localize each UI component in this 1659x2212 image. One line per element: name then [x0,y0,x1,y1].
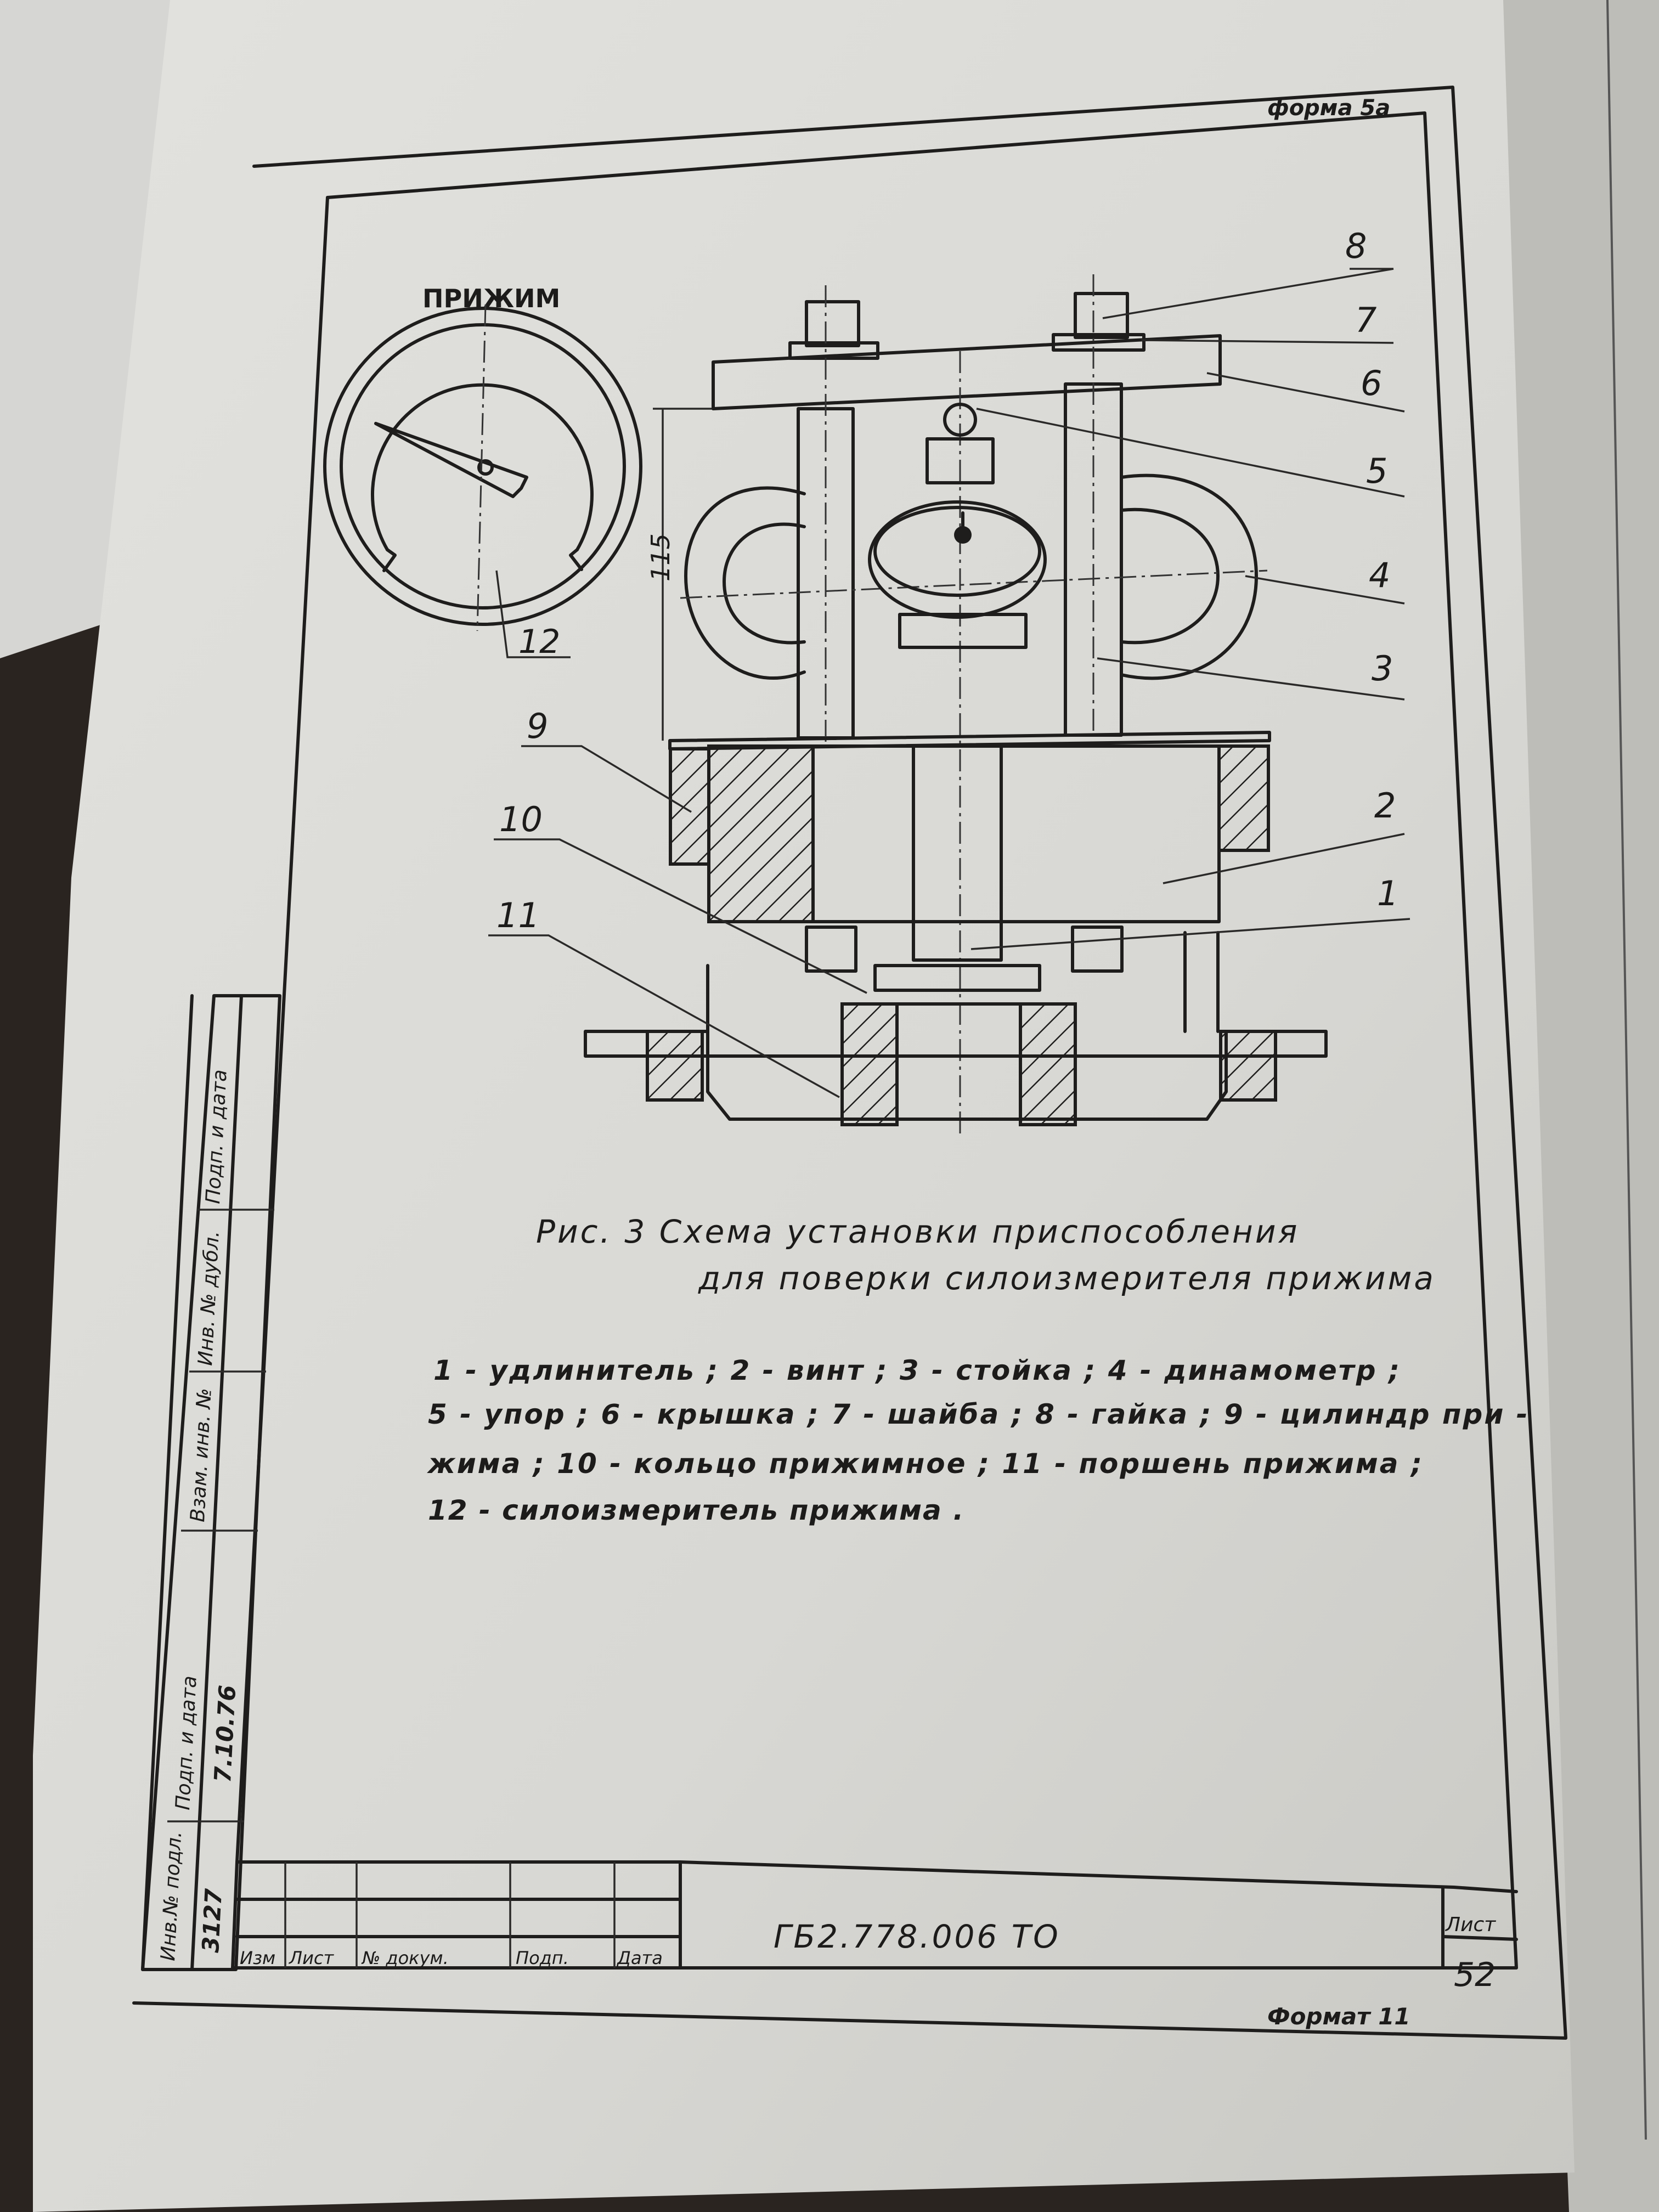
callout-1: 1 [1377,873,1398,913]
callout-8: 8 [1345,226,1367,266]
cylinder-section [669,747,710,866]
stop-eye [943,403,977,437]
dial-indicator [873,506,1041,597]
callout-7: 7 [1355,300,1376,340]
extender [912,744,1003,962]
figure-caption-line1: Рис. 3 Схема установки приспособления [536,1213,1299,1250]
callout-10: 10 [499,799,543,839]
legend-line-1: 1 - удлинитель ; 2 - винт ; 3 - стойка ;… [433,1355,1401,1386]
cover-plate [712,334,1222,410]
sheet-label: Лист [1444,1914,1496,1936]
title-block: Изм Лист № докум. Подп. Дата ГБ2.778.006… [235,1860,1518,1994]
sheet-number: 52 [1454,1956,1496,1994]
dynamometer-loop-right [1120,473,1258,680]
outer-frame [132,86,1567,2040]
washer [1052,333,1146,352]
washer [788,341,879,360]
nut [1074,292,1129,339]
nut [805,300,860,347]
header-signature: Подп. [516,1948,569,1968]
callout-11: 11 [496,895,540,935]
callout-2: 2 [1374,786,1396,826]
callout-3: 3 [1372,648,1393,689]
legend-line-4: 12 - силоизмеритель прижима . [428,1494,964,1526]
callout-leaders [488,268,1410,1098]
adjacent-page-edge [1606,0,1647,2140]
fixture-drawing: 115 [584,274,1328,1136]
force-gauge-drawing: ПРИЖИМ 12 [323,284,642,661]
gauge-needle [374,422,528,498]
piston [873,964,1041,992]
document-code: ГБ2.778.006 ТО [774,1918,1060,1955]
paper-sheet [33,0,1575,2212]
figure-caption-line2: для поверки силоизмерителя прижима [698,1260,1436,1297]
callout-5: 5 [1366,451,1387,491]
legend-line-2: 5 - упор ; 6 - крышка ; 7 - шайба ; 8 - … [428,1398,1530,1430]
header-sheet: Лист [289,1948,334,1968]
gauge-callout: 12 [518,623,560,661]
legend-line-3: жима ; 10 - кольцо прижимное ; 11 - порш… [427,1448,1424,1480]
form-label: форма 5а [1267,95,1390,121]
dynamometer-loop-left [684,486,806,680]
callout-6: 6 [1361,363,1382,403]
inner-frame [231,111,1518,1970]
header-doc-number: № докум. [361,1948,449,1968]
callout-9: 9 [527,706,548,746]
callout-4: 4 [1369,555,1390,595]
header-change: Изм [240,1948,275,1968]
header-date: Дата [616,1948,663,1968]
stamp-sign-date: 7.10.76 [209,1684,241,1783]
adjacent-page [1481,0,1659,2212]
dimension-115: 115 [646,533,675,582]
stamp-inv-number: 3127 [197,1887,227,1953]
format-label: Формат 11 [1267,2003,1410,2030]
clamp-ring [840,1002,899,1126]
